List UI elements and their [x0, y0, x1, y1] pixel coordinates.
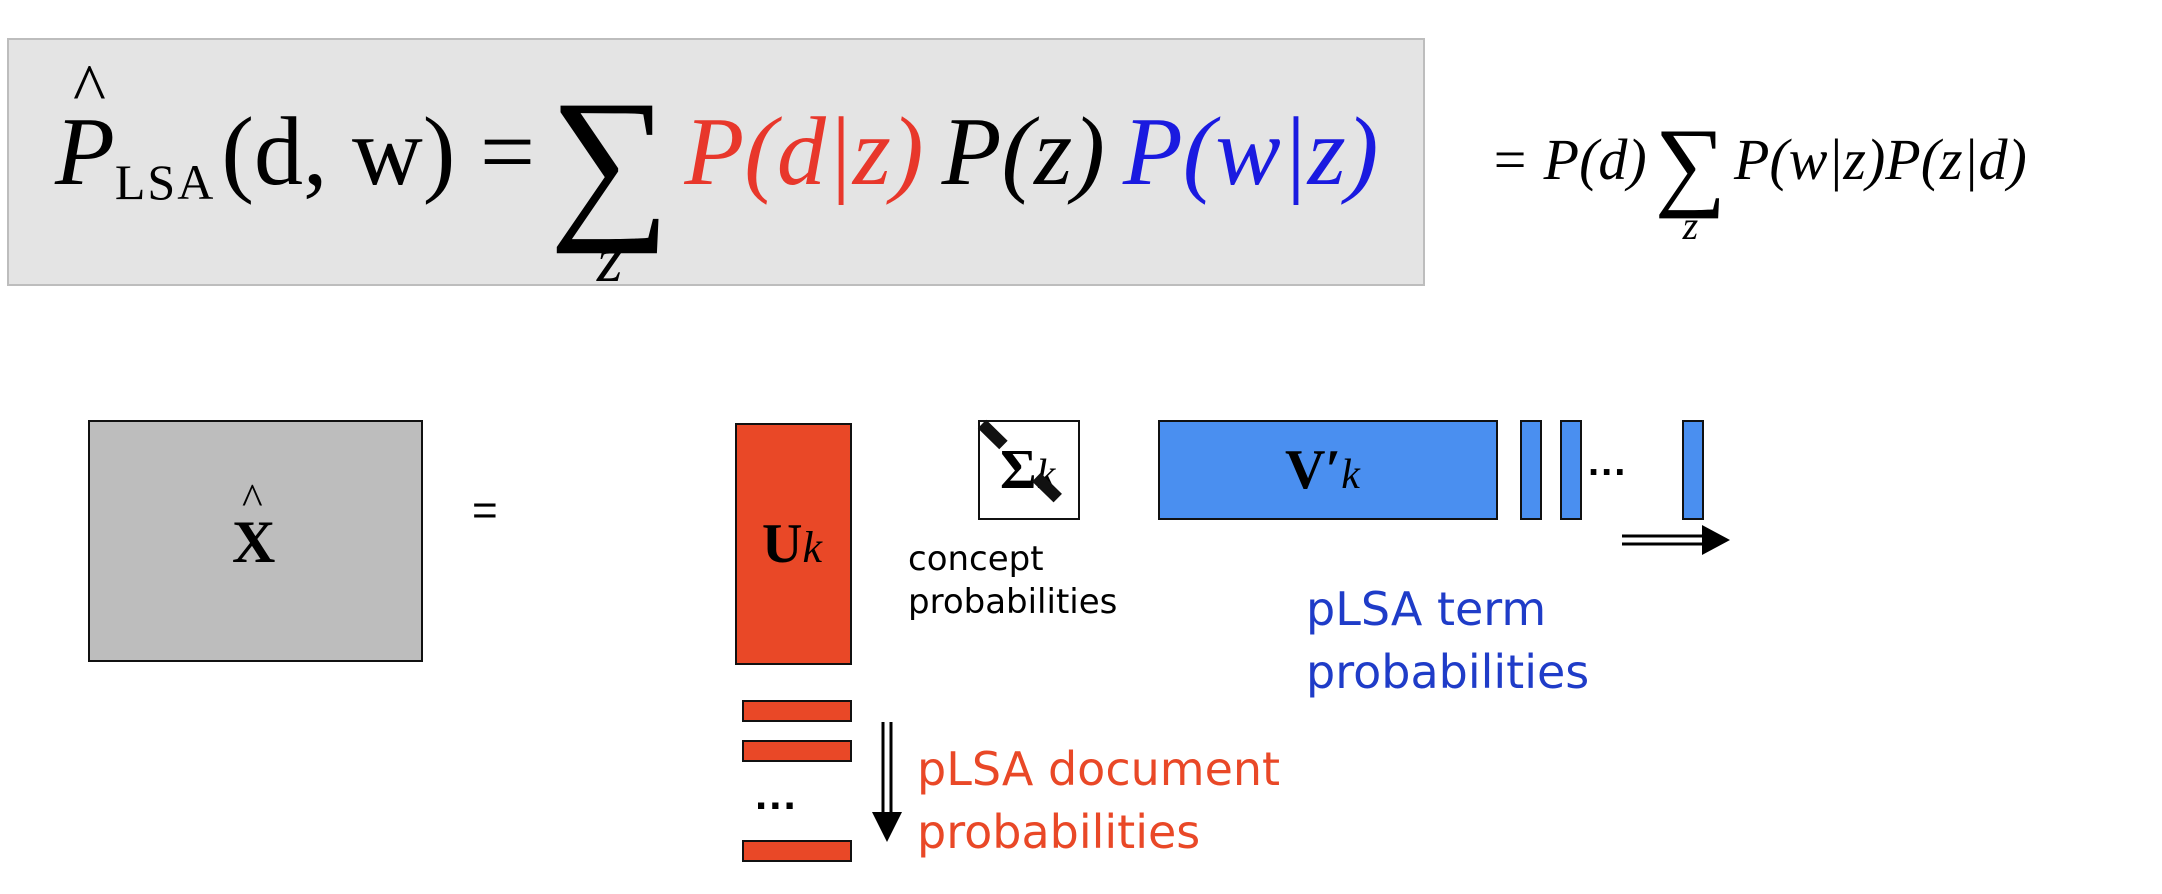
- side-prefix: = P(d): [1490, 127, 1647, 192]
- sum-operator: ∑ z: [549, 66, 671, 296]
- plsa-joint-formula: P^ LSA (d, w) = ∑ z P(d|z) P(z) P(w|z): [55, 51, 1379, 293]
- sum-index: z: [596, 223, 623, 296]
- equals-sign: =: [472, 486, 498, 535]
- v-k-matrix: [1158, 420, 1498, 520]
- formula-box: [7, 38, 1425, 286]
- down-arrow-icon: [872, 722, 902, 842]
- lsa-subscript: LSA: [114, 154, 216, 210]
- u-row-last: [742, 840, 852, 862]
- document-probabilities-caption: pLSA document probabilities: [917, 742, 1281, 860]
- sigma-diagonal-mark: [977, 419, 1081, 521]
- term-p-d-given-z: P(d|z): [684, 98, 924, 206]
- x-hat-label: X^: [232, 475, 276, 575]
- v-column-2: [1560, 420, 1582, 520]
- v-column-1: [1520, 420, 1542, 520]
- side-sum-operator: ∑ z: [1654, 108, 1726, 248]
- u-row-2: [742, 740, 852, 762]
- v-columns-ellipsis: ...: [1588, 440, 1628, 484]
- x-hat-matrix: [88, 420, 423, 662]
- v-column-last: [1682, 420, 1704, 520]
- u-k-matrix: [735, 423, 852, 665]
- u-rows-ellipsis: ...: [755, 770, 798, 819]
- term-probabilities-caption: pLSA term probabilities: [1306, 582, 1590, 700]
- side-suffix: P(w|z)P(z|d): [1734, 127, 2027, 192]
- side-sum-index: z: [1682, 203, 1699, 248]
- term-p-z: P(z): [941, 98, 1105, 206]
- u-k-label: Uk: [762, 513, 822, 575]
- formula-arguments: (d, w) =: [221, 98, 536, 206]
- term-p-w-given-z: P(w|z): [1122, 98, 1379, 206]
- right-arrow-icon: [1622, 525, 1730, 555]
- v-k-label: V′k: [1285, 439, 1360, 501]
- concept-probabilities-caption: concept probabilities: [908, 539, 1118, 622]
- alternative-formula: = P(d) ∑ z P(w|z)P(z|d): [1490, 108, 2027, 248]
- u-row-1: [742, 700, 852, 722]
- p-hat-symbol: P^: [55, 51, 115, 206]
